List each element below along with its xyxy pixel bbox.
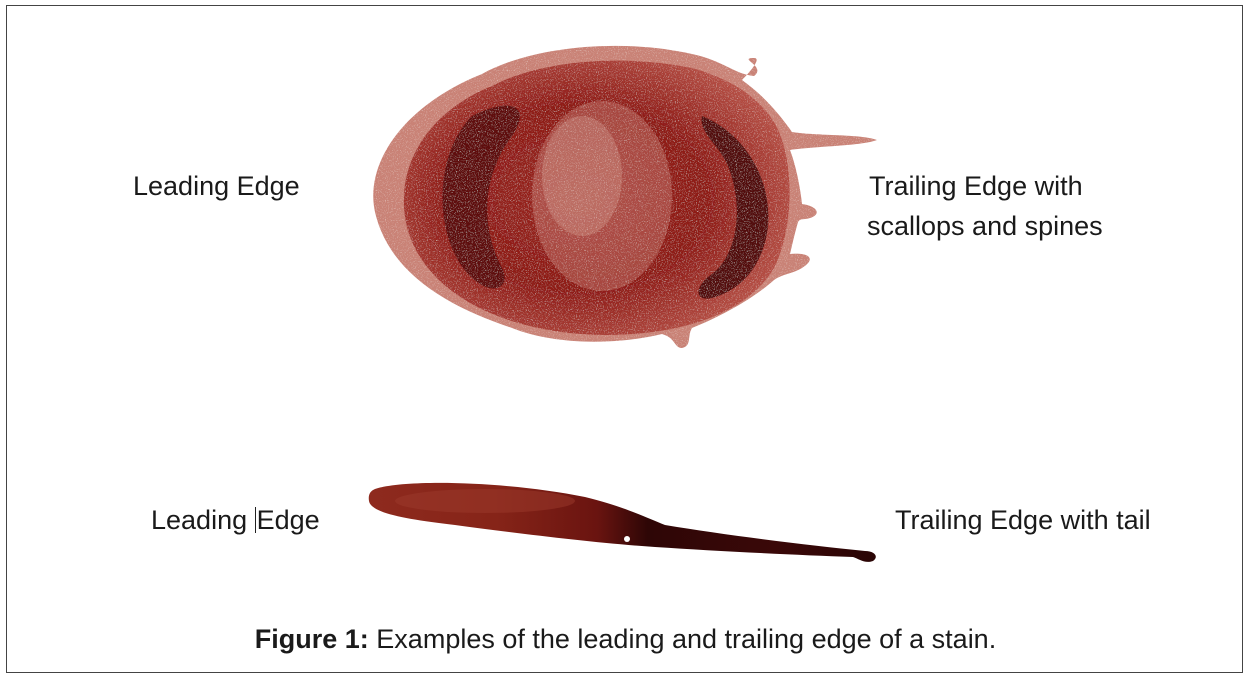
figure-caption: Figure 1: Examples of the leading and tr… <box>7 624 1244 655</box>
caption-label: Figure 1: <box>255 624 369 654</box>
elongated-stain-image <box>365 471 880 566</box>
text-cursor <box>255 507 256 533</box>
bottom-leading-edge-label-part2: Edge <box>257 505 320 535</box>
figure-frame: Leading Edge Trailing Edge with scallops… <box>6 5 1243 673</box>
top-trailing-edge-label-line2: scallops and spines <box>867 206 1103 247</box>
bottom-leading-edge-label-part1: Leading <box>151 505 255 535</box>
elliptical-stain-image <box>362 36 882 356</box>
caption-text: Examples of the leading and trailing edg… <box>369 624 996 654</box>
bottom-trailing-edge-label: Trailing Edge with tail <box>895 500 1151 541</box>
top-leading-edge-label: Leading Edge <box>133 166 300 207</box>
bottom-leading-edge-label: Leading Edge <box>151 500 320 541</box>
top-trailing-edge-label-line1: Trailing Edge with <box>869 166 1083 207</box>
